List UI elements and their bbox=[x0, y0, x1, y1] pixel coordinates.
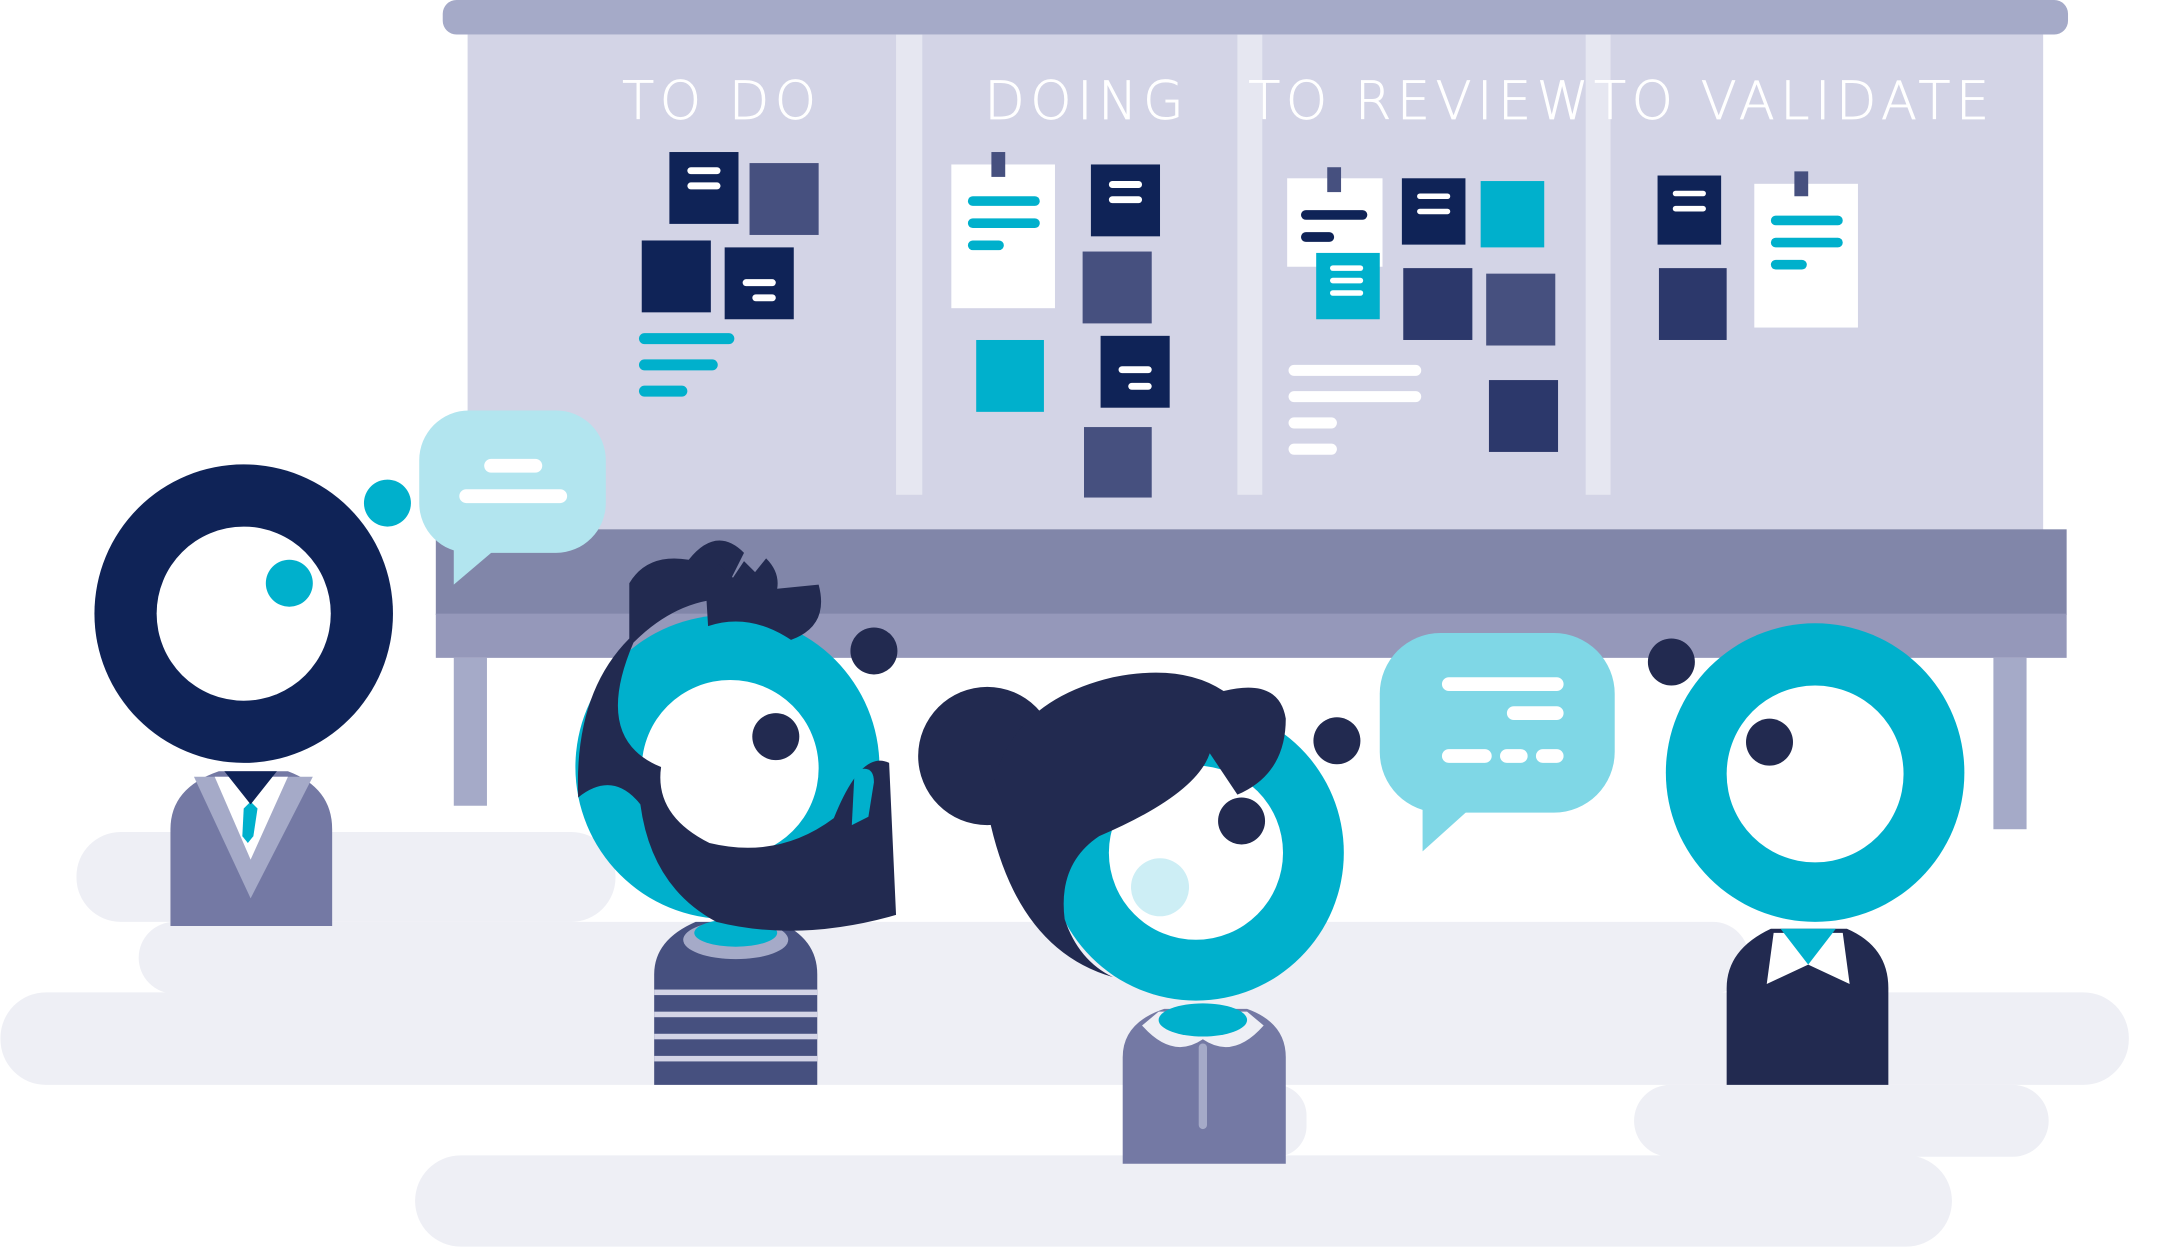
column-title-to-review: TO REVIEW bbox=[1248, 71, 1594, 132]
speech-bubble-light bbox=[419, 410, 606, 585]
review-cards bbox=[1287, 167, 1559, 455]
column-title-to-do: TO DO bbox=[622, 71, 821, 132]
column-title-to-validate: TO VALIDATE bbox=[1594, 71, 1995, 132]
speech-bubble-teal bbox=[1379, 632, 1615, 852]
validate-cards bbox=[1657, 171, 1858, 340]
person-suit-navy bbox=[94, 464, 411, 926]
person-suit-teal bbox=[1647, 623, 1965, 1085]
column-title-doing: DOING bbox=[984, 71, 1189, 132]
todo-cards bbox=[638, 152, 819, 397]
doing-cards bbox=[951, 152, 1170, 498]
person-striped-shirt bbox=[575, 540, 898, 1085]
person-bun-hair bbox=[918, 672, 1361, 1164]
